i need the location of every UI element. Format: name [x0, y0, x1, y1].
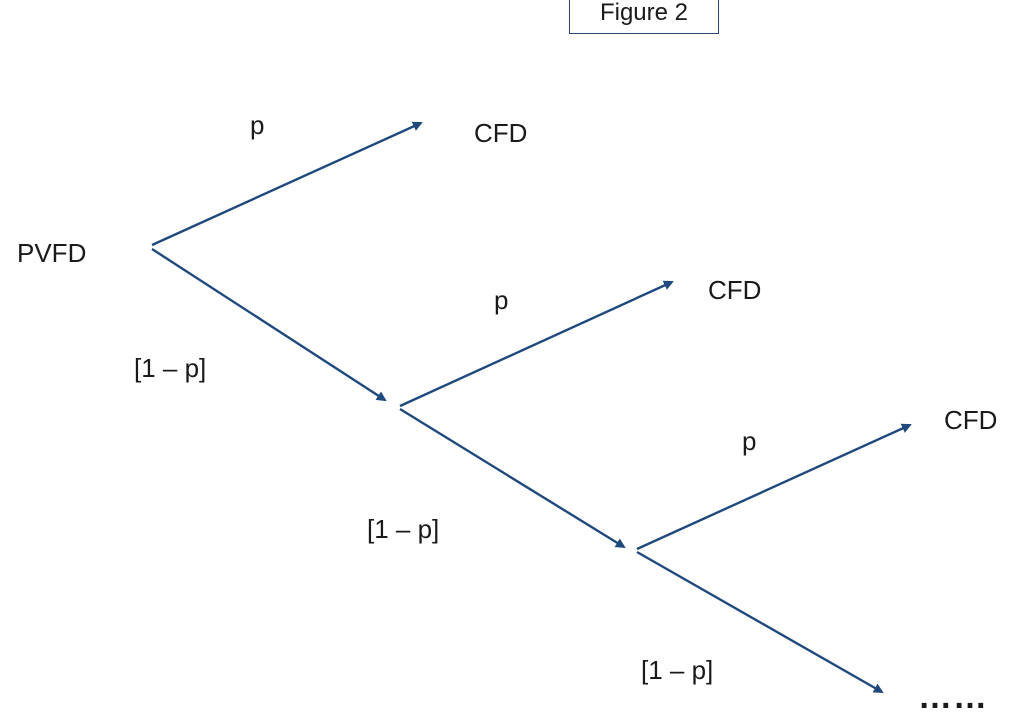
branch-label-p-2: p: [494, 285, 509, 315]
branch-label-q-3: [1 – p]: [641, 655, 714, 685]
figure-title: Figure 2: [599, 0, 689, 26]
root-label: PVFD: [17, 238, 87, 268]
branch-p-3: [636, 423, 912, 551]
branch-q-2: [399, 407, 626, 549]
branch-p-1: [151, 121, 423, 247]
branch-q-3: [636, 550, 884, 694]
continuation-ellipsis: ……: [918, 678, 988, 716]
outcome-label-cfd-2: CFD: [708, 275, 762, 305]
branch-label-q-1: [1 – p]: [134, 353, 207, 383]
outcome-label-cfd-3: CFD: [944, 405, 998, 435]
branch-label-p-1: p: [250, 110, 265, 140]
outcome-label-cfd-1: CFD: [474, 118, 528, 148]
branch-label-q-2: [1 – p]: [367, 514, 440, 544]
branch-p-2: [399, 280, 674, 408]
figure-title-box: Figure 2: [569, 0, 719, 34]
branch-label-p-3: p: [742, 426, 757, 456]
branch-q-1: [151, 247, 387, 402]
